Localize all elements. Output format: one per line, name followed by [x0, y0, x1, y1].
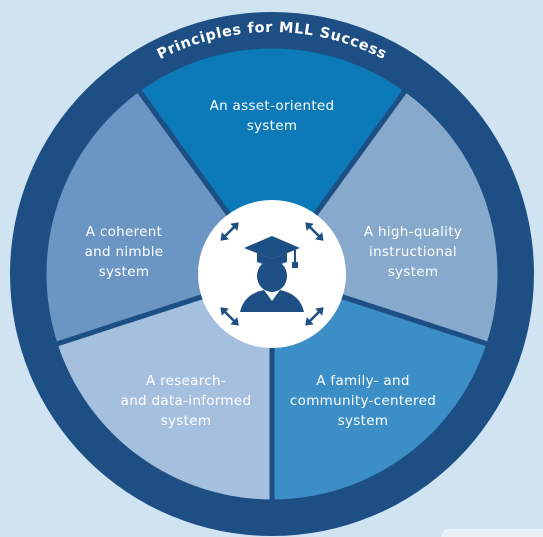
segment-label-line: community-centered	[290, 393, 436, 409]
segment-label-high-quality: A high-quality instructional system	[364, 224, 462, 280]
segment-asset-oriented	[135, 43, 409, 277]
segment-label-line: system	[388, 264, 439, 280]
segment-label-line: system	[338, 413, 389, 429]
segment-label-line: A research-	[146, 373, 226, 389]
segment-label-line: system	[99, 264, 150, 280]
double-arrow-icon-top-right	[305, 222, 324, 241]
segment-label-line: and data-informed	[121, 393, 252, 409]
segment-label-research-data: A research-and data-informed system	[121, 373, 252, 429]
segment-research-data	[52, 271, 275, 505]
segment-label-line: system	[161, 413, 212, 429]
segment-label-line: A high-quality	[364, 224, 462, 240]
segment-label-asset-oriented: An asset-oriented system	[210, 98, 335, 134]
segment-labels: An asset-oriented system A high-quality ins…	[85, 98, 462, 429]
hub-icons	[220, 222, 324, 326]
graduate-icon	[240, 236, 304, 312]
double-arrow-icon-top-left	[220, 222, 239, 241]
segment-label-line: instructional	[369, 244, 457, 260]
double-arrow-icon-bottom-right	[305, 307, 324, 326]
segment-label-line: A family- and	[316, 373, 409, 389]
segment-label-line: An asset-oriented	[210, 98, 335, 114]
segment-family-community	[269, 271, 492, 505]
segment-label-family-community: A family- and community-centered system	[290, 373, 436, 429]
segment-label-line: A coherent	[86, 224, 162, 240]
segment-label-line: and nimble	[85, 244, 164, 260]
segment-label-line: system	[247, 118, 298, 134]
segment-label-coherent-nimble: A coherent and nimble system	[85, 224, 164, 280]
double-arrow-icon-bottom-left	[220, 307, 239, 326]
